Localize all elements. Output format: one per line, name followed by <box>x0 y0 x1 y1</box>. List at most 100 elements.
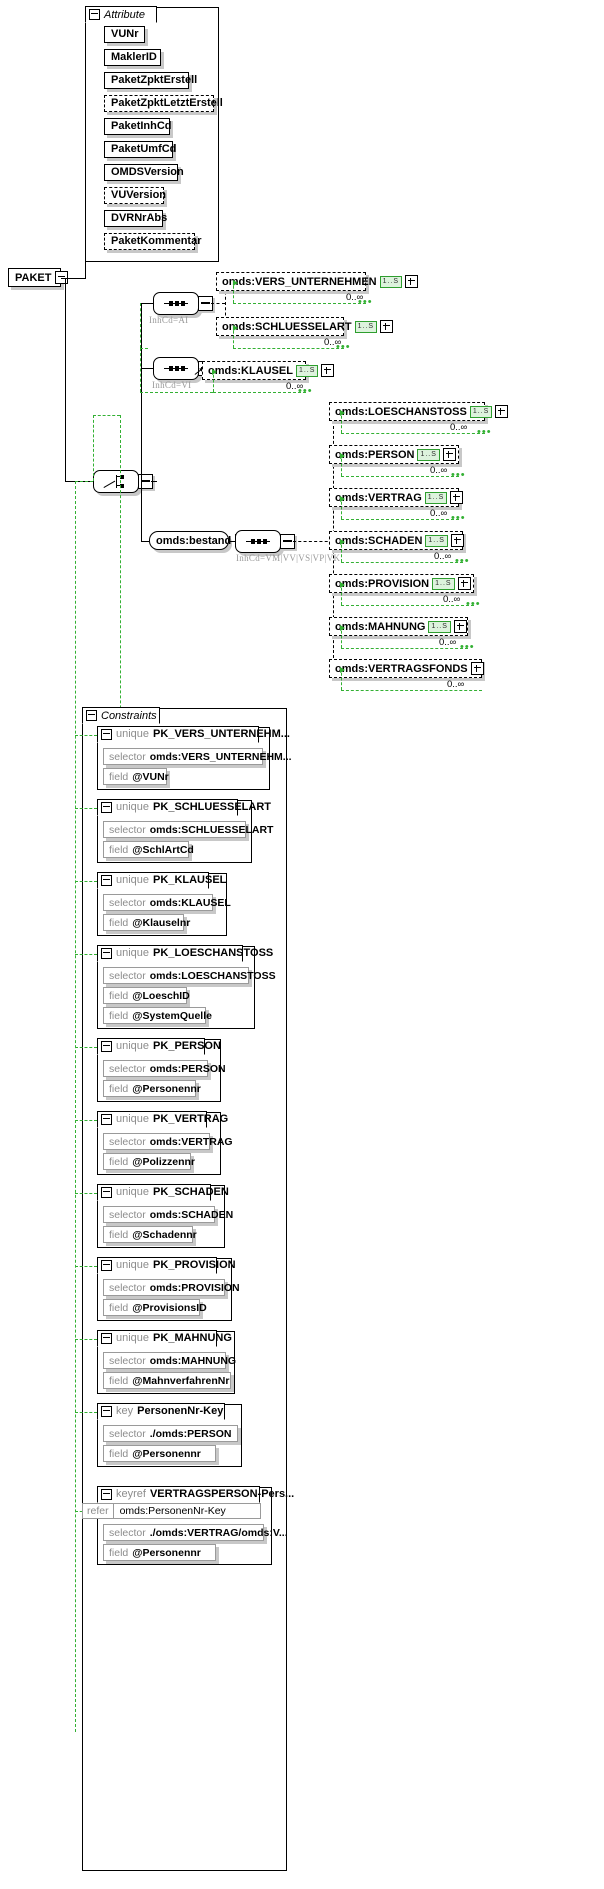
constraint-header[interactable]: unique PK_LOESCHANSTOSS <box>97 945 273 962</box>
attribute-paketumfcd[interactable]: PaketUmfCd <box>104 141 176 158</box>
element-loeschanstoss[interactable]: omds:LOESCHANSTOSS 1..S <box>329 402 509 421</box>
constraint-selector-row[interactable]: selector omds:VERS_UNTERNEHM... <box>103 748 292 765</box>
root-element-paket[interactable]: PAKET <box>8 268 69 287</box>
constraint-header[interactable]: keyref VERTRAGSPERSON-Pers... <box>97 1486 294 1503</box>
constraint-header[interactable]: key PersonenNr-Key <box>97 1403 225 1420</box>
constraint-field-row[interactable]: field @Personennr <box>103 1080 201 1097</box>
expand-icon[interactable] <box>453 620 467 633</box>
collapse-icon[interactable] <box>86 710 97 721</box>
constraint-field-row[interactable]: field @ProvisionsID <box>103 1299 207 1316</box>
constraint-field-row[interactable]: field @Polizzennr <box>103 1153 195 1170</box>
attribute-paketzpktletzterstell[interactable]: PaketZpktLetztErstell <box>104 95 223 112</box>
row-value: @SchlArtCd <box>132 843 194 856</box>
collapse-icon[interactable] <box>101 802 112 813</box>
expand-icon[interactable] <box>470 662 484 675</box>
constraint-kind: unique <box>116 1040 150 1052</box>
row-kind: field <box>109 770 129 783</box>
element-provision[interactable]: omds:PROVISION 1..S <box>329 574 474 593</box>
constraints-group-tab[interactable]: Constraints <box>82 707 160 724</box>
compositor-sequence-bestand[interactable] <box>235 530 295 553</box>
constraint-header[interactable]: unique PK_VERS_UNTERNEHM... <box>97 726 290 743</box>
constraint-header[interactable]: unique PK_SCHADEN <box>97 1184 229 1201</box>
constraint-field-row[interactable]: field @Klauselnr <box>103 914 190 931</box>
constraint-header[interactable]: unique PK_PROVISION <box>97 1257 236 1274</box>
compositor-sequence-ai[interactable] <box>153 292 213 315</box>
constraint-name: PK_LOESCHANSTOSS <box>153 947 274 959</box>
collapse-icon[interactable] <box>101 1114 112 1125</box>
constraint-selector-row[interactable]: selector omds:MAHNUNG <box>103 1352 236 1369</box>
green-connector <box>341 626 342 648</box>
collapse-icon[interactable] <box>101 1187 112 1198</box>
attribute-dvrnrabs[interactable]: DVRNrAbs <box>104 210 167 227</box>
expand-icon[interactable] <box>321 364 335 377</box>
element-schaden[interactable]: omds:SCHADEN 1..S <box>329 531 464 550</box>
constraint-name: VERTRAGSPERSON-Pers... <box>149 1488 295 1500</box>
element-person[interactable]: omds:PERSON 1..S <box>329 445 459 464</box>
expand-icon[interactable] <box>405 275 419 288</box>
collapse-icon[interactable] <box>89 9 100 20</box>
expand-icon[interactable] <box>495 405 509 418</box>
collapse-icon[interactable] <box>101 875 112 886</box>
constraint-selector-row[interactable]: selector omds:KLAUSEL <box>103 894 231 911</box>
attribute-omdsversion[interactable]: OMDSVersion <box>104 164 184 181</box>
collapse-icon[interactable] <box>280 534 295 549</box>
element-klausel[interactable]: omds:KLAUSEL 1..S <box>202 361 335 380</box>
expand-icon[interactable] <box>450 534 464 547</box>
sequence-symbol <box>235 530 281 553</box>
constraint-kind: unique <box>116 1113 150 1125</box>
constraint-selector-row[interactable]: selector omds:LOESCHANSTOSS <box>103 967 276 984</box>
attribute-group-tab[interactable]: Attribute <box>85 6 157 23</box>
expand-icon[interactable] <box>380 320 394 333</box>
collapse-icon[interactable] <box>101 1406 112 1417</box>
constraint-field-row[interactable]: field @MahnverfahrenNr <box>103 1372 231 1389</box>
constraint-selector-row[interactable]: selector omds:SCHLUESSELART <box>103 821 273 838</box>
element-bestand[interactable]: omds:bestand <box>149 531 249 550</box>
constraint-field-row[interactable]: field @LoeschID <box>103 987 190 1004</box>
green-dots: ••• <box>336 341 351 353</box>
constraint-selector-row[interactable]: selector omds:PERSON <box>103 1060 226 1077</box>
constraint-header[interactable]: unique PK_MAHNUNG <box>97 1330 232 1347</box>
element-vers-unternehmen[interactable]: omds:VERS_UNTERNEHMEN 1..S <box>216 272 419 291</box>
green-dots: ••• <box>451 469 466 481</box>
element-schluesselart[interactable]: omds:SCHLUESSELART 1..S <box>216 317 394 336</box>
expand-icon[interactable] <box>442 448 456 461</box>
constraint-field-row[interactable]: field @SchlArtCd <box>103 841 194 858</box>
constraint-header[interactable]: unique PK_SCHLUESSELART <box>97 799 271 816</box>
collapse-icon[interactable] <box>101 1041 112 1052</box>
constraint-kind: unique <box>116 1186 150 1198</box>
constraint-field-row[interactable]: field @Personennr <box>103 1445 216 1462</box>
constraint-selector-row[interactable]: selector ./omds:VERTRAG/omds:V... <box>103 1524 288 1541</box>
collapse-icon[interactable] <box>101 729 112 740</box>
attribute-vuversion[interactable]: VUVersion <box>104 187 166 204</box>
constraint-header[interactable]: unique PK_PERSON <box>97 1038 221 1055</box>
constraint-field-row[interactable]: field @Personennr <box>103 1544 216 1561</box>
element-mahnung[interactable]: omds:MAHNUNG 1..S <box>329 617 468 636</box>
constraint-field-row[interactable]: field @SystemQuelle <box>103 1007 212 1024</box>
collapse-icon[interactable] <box>101 1333 112 1344</box>
collapse-icon[interactable] <box>101 1260 112 1271</box>
expand-icon[interactable] <box>457 577 471 590</box>
constraint-selector-row[interactable]: selector omds:VERTRAG <box>103 1133 233 1150</box>
compositor-choice-root[interactable] <box>93 470 153 493</box>
constraint-field-row[interactable]: field @Schadennr <box>103 1226 197 1243</box>
attribute-paketkommentar[interactable]: PaketKommentar <box>104 233 201 250</box>
constraint-selector-row[interactable]: selector omds:SCHADEN <box>103 1206 233 1223</box>
attribute-vunr[interactable]: VUNr <box>104 26 145 43</box>
connector <box>151 481 157 482</box>
constraint-selector-row[interactable]: selector omds:PROVISION <box>103 1279 240 1296</box>
cardinality-label: 0..∞ <box>346 292 364 303</box>
attribute-paketinhcd[interactable]: PaketInhCd <box>104 118 172 135</box>
element-vertrag[interactable]: omds:VERTRAG 1..S <box>329 488 464 507</box>
element-vertragsfonds[interactable]: omds:VERTRAGSFONDS <box>329 659 484 678</box>
constraint-header[interactable]: unique PK_VERTRAG <box>97 1111 228 1128</box>
constraint-selector-row[interactable]: selector ./omds:PERSON <box>103 1425 238 1442</box>
collapse-icon[interactable] <box>101 948 112 959</box>
collapse-icon[interactable] <box>101 1489 112 1500</box>
attribute-paketzpkterstell[interactable]: PaketZpktErstell <box>104 72 197 89</box>
constraint-kind: unique <box>116 1332 150 1344</box>
green-connector <box>341 562 463 563</box>
expand-icon[interactable] <box>450 491 464 504</box>
attribute-maklerid[interactable]: MaklerID <box>104 49 161 66</box>
constraint-field-row[interactable]: field @VUNr <box>103 768 169 785</box>
constraint-header[interactable]: unique PK_KLAUSEL <box>97 872 226 889</box>
